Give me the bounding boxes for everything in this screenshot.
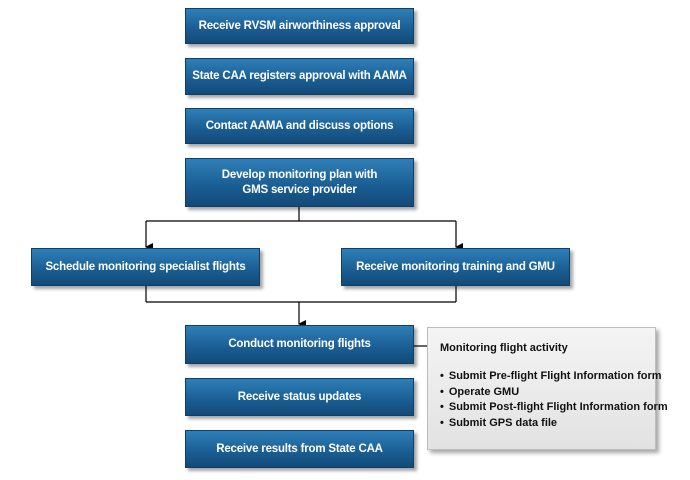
step-label: Receive RVSM airworthiness approval — [198, 19, 401, 32]
step-receive-status-updates: Receive status updates — [185, 378, 414, 416]
step-label: Receive monitoring training and GMU — [356, 260, 555, 273]
step-label: State CAA registers approval with AAMA — [192, 70, 407, 82]
step-caa-registers-approval: State CAA registers approval with AAMA — [185, 58, 414, 95]
step-develop-monitoring-plan: Develop monitoring plan with GMS service… — [185, 158, 414, 207]
step-receive-results: Receive results from State CAA — [185, 430, 414, 468]
list-item: Submit Pre-flight Flight Information for… — [440, 369, 662, 385]
panel-title: Monitoring flight activity — [440, 342, 568, 354]
step-label: Conduct monitoring flights — [228, 338, 371, 350]
step-label-line-2: GMS service provider — [242, 183, 357, 196]
step-receive-rvsm-approval: Receive RVSM airworthiness approval — [185, 8, 414, 44]
activity-list: Submit Pre-flight Flight Information for… — [440, 369, 668, 432]
step-label-line-1: Develop monitoring plan with — [221, 168, 378, 181]
step-label: Schedule monitoring specialist flights — [45, 260, 246, 273]
list-item: Operate GMU — [440, 385, 643, 401]
list-item: Submit GPS data file — [440, 416, 643, 432]
step-receive-training-gmu: Receive monitoring training and GMU — [341, 248, 570, 286]
monitoring-activity-panel: Monitoring flight activity Submit Pre-fl… — [427, 327, 668, 450]
step-label: Receive results from State CAA — [216, 442, 383, 455]
step-conduct-monitoring-flights: Conduct monitoring flights — [185, 325, 414, 364]
step-contact-aama: Contact AAMA and discuss options — [185, 108, 414, 144]
step-label: Receive status updates — [237, 390, 362, 403]
step-schedule-specialist-flights: Schedule monitoring specialist flights — [31, 248, 260, 286]
list-item: Submit Post-flight Flight Information fo… — [440, 400, 668, 416]
step-label: Contact AAMA and discuss options — [205, 119, 394, 132]
